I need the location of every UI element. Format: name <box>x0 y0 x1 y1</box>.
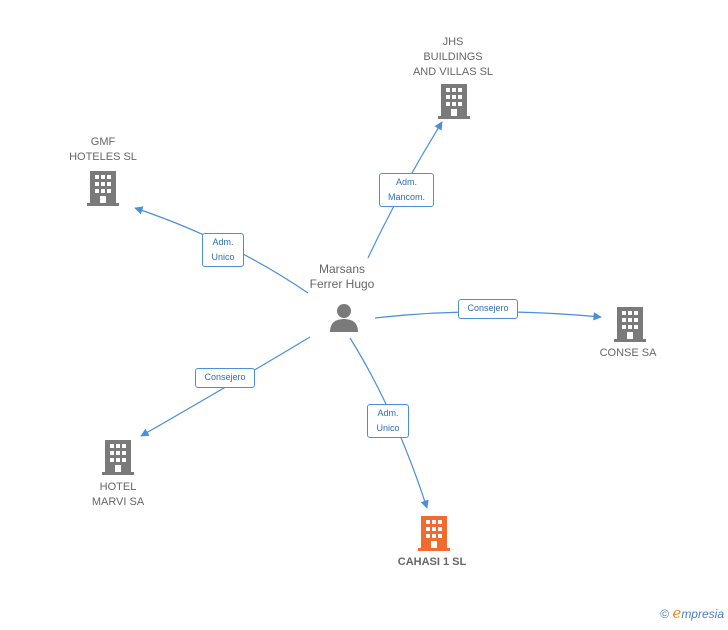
building-icon[interactable] <box>614 307 646 342</box>
person-name-label[interactable]: Marsans Ferrer Hugo <box>309 262 375 291</box>
company-label-gmf[interactable]: GMF HOTELES SL <box>69 136 137 163</box>
building-icon[interactable] <box>102 440 134 475</box>
building-icon[interactable] <box>438 84 470 119</box>
company-label-conse[interactable]: CONSE SA <box>599 347 657 359</box>
company-label-jhs[interactable]: JHS BUILDINGS AND VILLAS SL <box>412 36 494 78</box>
building-icon[interactable] <box>87 171 119 206</box>
relation-badge-cahasi: Adm. Unico <box>367 404 409 438</box>
company-label-marvi[interactable]: HOTEL MARVI SA <box>91 481 145 508</box>
building-icon-highlighted[interactable] <box>418 516 450 551</box>
copyright-symbol: © <box>660 607 670 621</box>
brand-name: mpresia <box>681 607 724 621</box>
person-icon[interactable] <box>330 304 358 332</box>
relation-badge-jhs: Adm. Mancom. <box>379 173 434 207</box>
relation-badge-gmf: Adm. Unico <box>202 233 244 267</box>
company-label-cahasi[interactable]: CAHASI 1 SL <box>397 556 467 568</box>
brand-logo-initial: e <box>672 604 682 622</box>
brand-footer: © empresia <box>660 604 724 622</box>
relation-badge-conse: Consejero <box>458 299 518 319</box>
relation-badge-marvi: Consejero <box>195 368 255 388</box>
